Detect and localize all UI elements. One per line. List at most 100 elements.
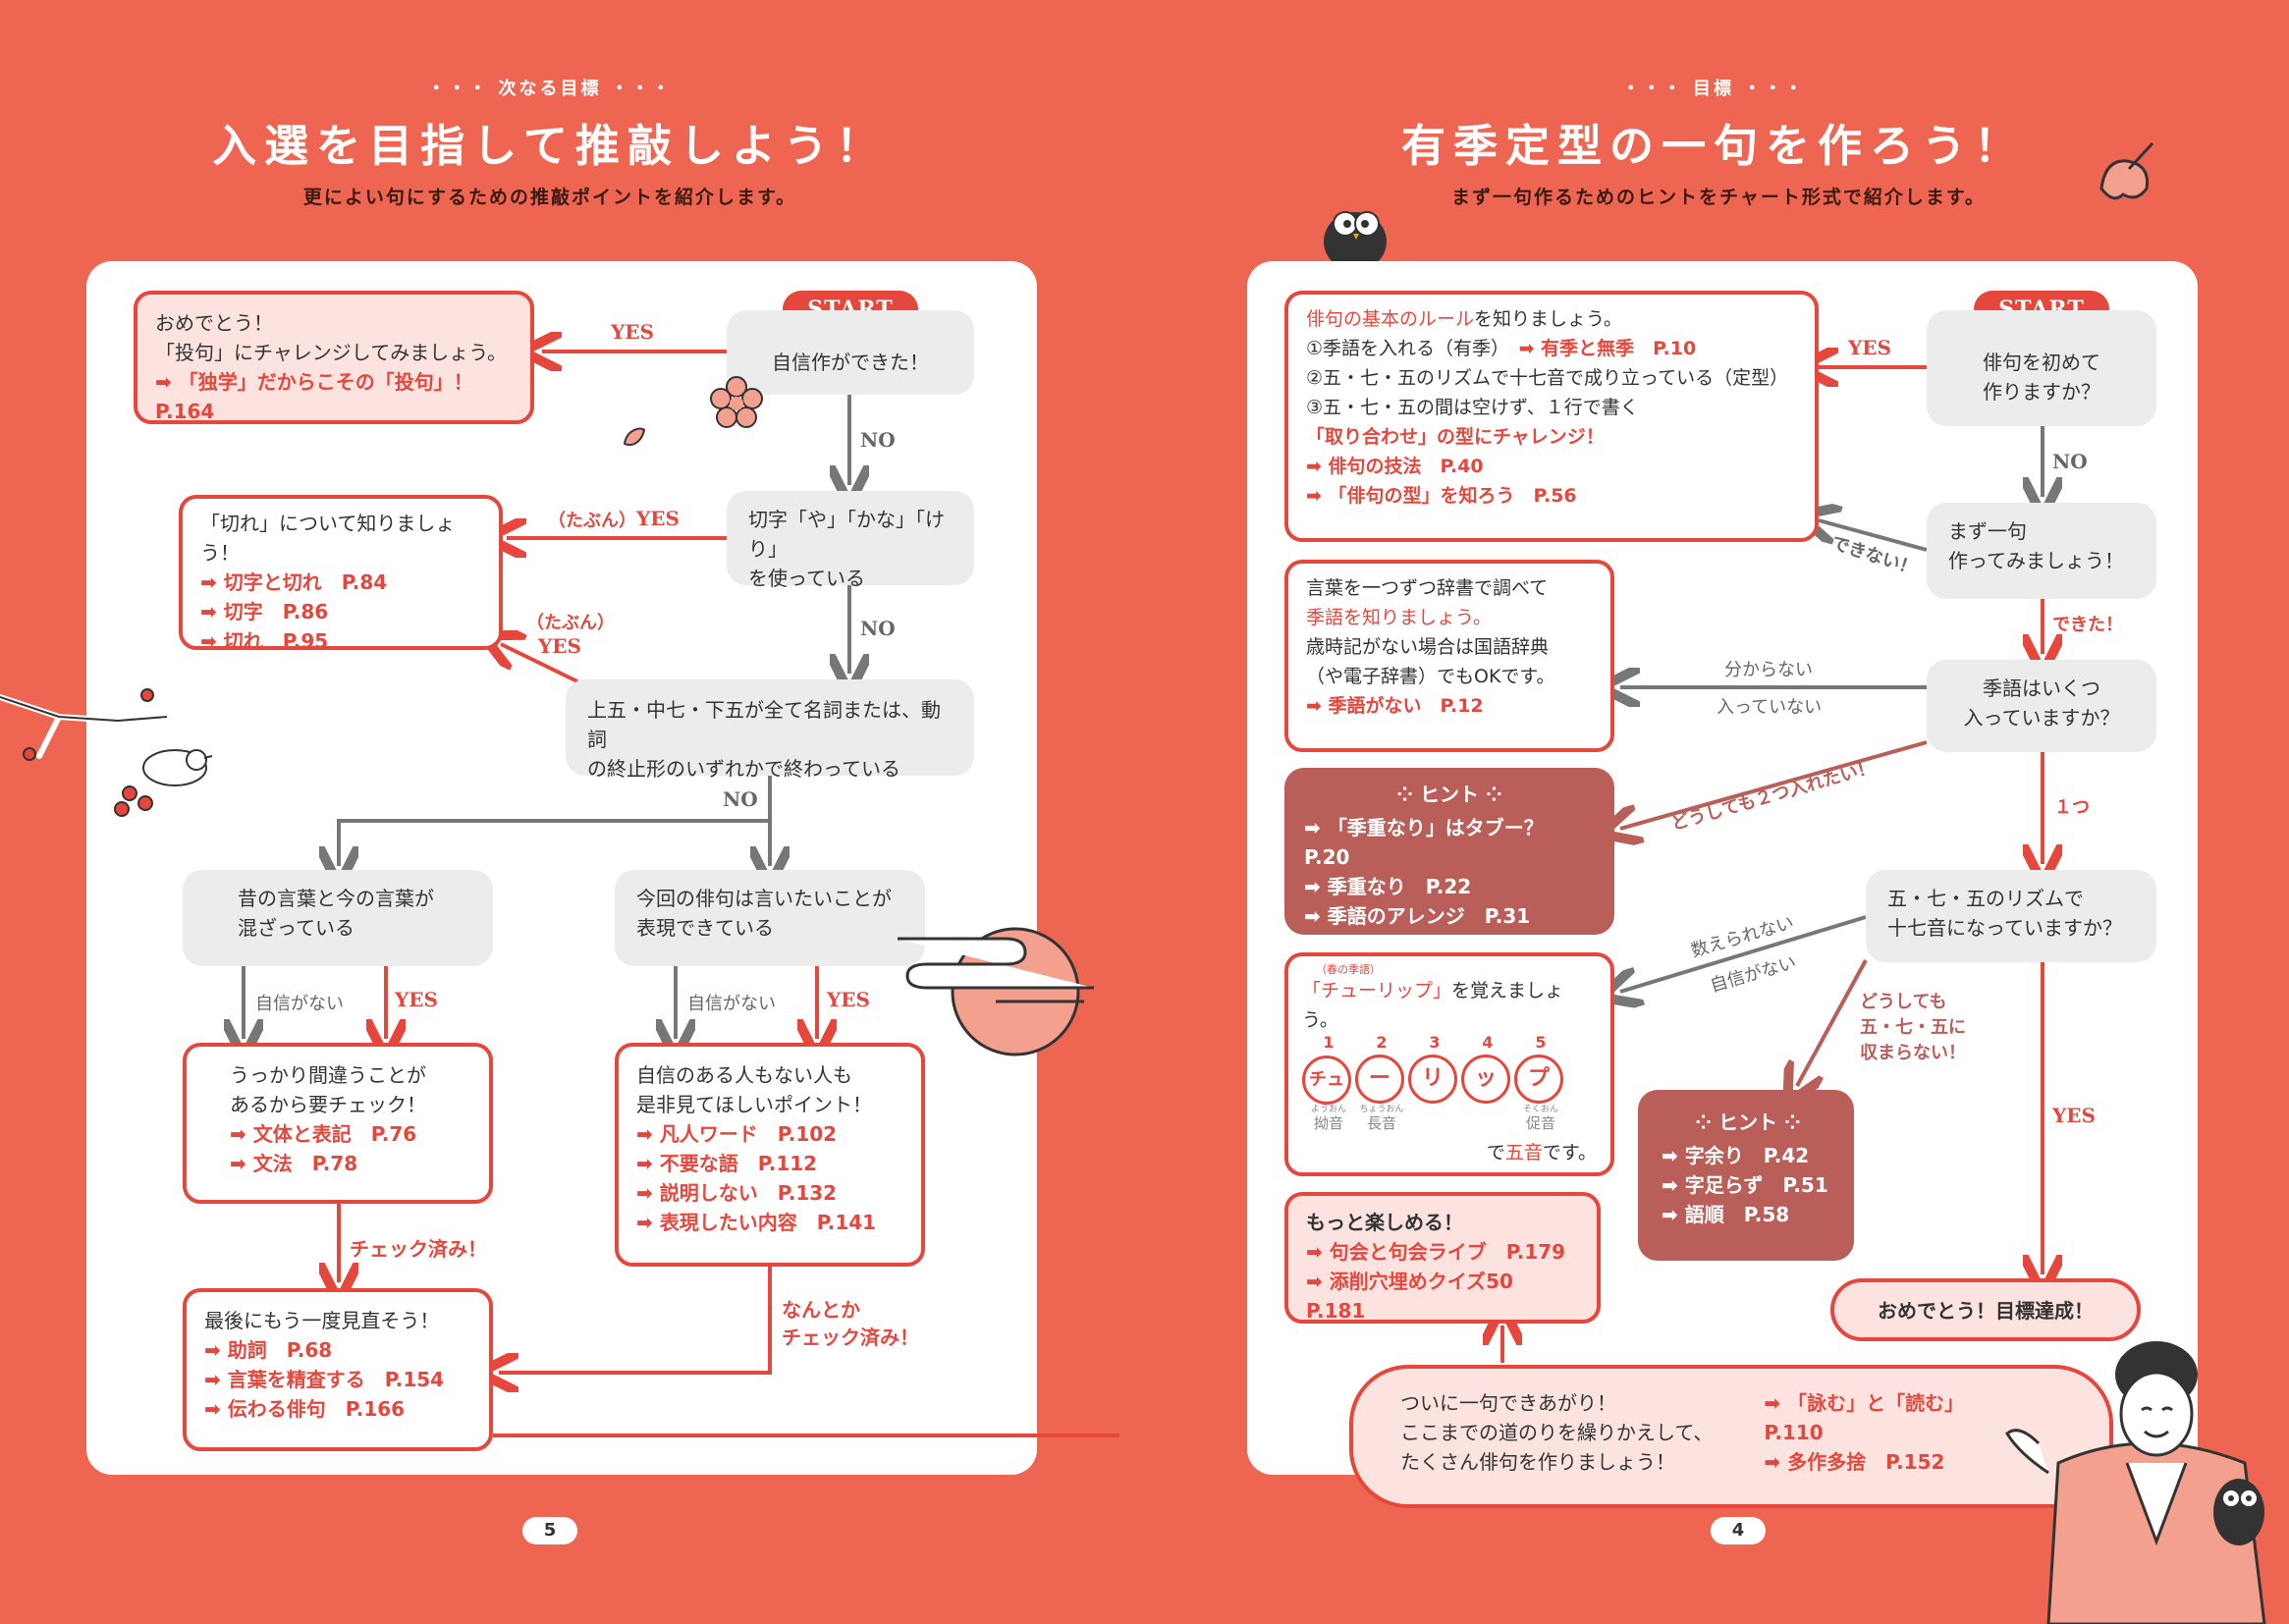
hint-2-ref-2-text: 字足らず P.51 <box>1684 1173 1828 1197</box>
left-check-box: うっかり間違うことが あるから要チェック！ ➡ 文体と表記 P.76 ➡ 文法 … <box>183 1043 493 1204</box>
kire-ref-3[interactable]: ➡ 切れ P.95 <box>200 629 329 653</box>
rules-r2: ②五・七・五のリズムで十七音で成り立っている（定型） <box>1306 367 1789 389</box>
tulip-end-pre: で <box>1486 1142 1505 1164</box>
right-hint-box-2: ⁘ ヒント ⁘ ➡ 字余り P.42 ➡ 字足らず P.51 ➡ 語順 P.58 <box>1638 1090 1854 1261</box>
jishin-ref-4-text: 表現したい内容 P.141 <box>659 1211 877 1234</box>
hint-2-ref-1[interactable]: ➡ 字余り P.42 <box>1662 1144 1810 1167</box>
hint-2-ref-3[interactable]: ➡ 語順 P.58 <box>1662 1203 1790 1226</box>
hint-2-ref-1-text: 字余り P.42 <box>1684 1144 1810 1167</box>
tulip-end-post: です。 <box>1542 1142 1597 1164</box>
right-connectors <box>1178 0 2289 1363</box>
rules-r1-ref[interactable]: ➡ 有季と無季 P.10 <box>1518 338 1697 359</box>
tulip-end-red: 五音 <box>1504 1142 1543 1164</box>
last-ref-3[interactable]: ➡ 伝わる俳句 P.166 <box>204 1397 406 1421</box>
hint-1-ref-2[interactable]: ➡ 季重なり P.22 <box>1304 875 1472 898</box>
left-nantoka-2: チェック済み！ <box>782 1326 919 1349</box>
hint-1-ref-1[interactable]: ➡ 「季重なり」はタブー？ P.20 <box>1304 816 1563 869</box>
jishin-ref-3[interactable]: ➡ 説明しない P.132 <box>636 1181 838 1205</box>
jishin-ref-2[interactable]: ➡ 不要な語 P.112 <box>636 1152 818 1175</box>
last-ref-1[interactable]: ➡ 助詞 P.68 <box>204 1338 333 1362</box>
right-q3-line2: 入っていますか？ <box>1963 706 2120 730</box>
tulip-note-ruby-1: ようおん <box>1310 1105 1346 1114</box>
right-q2-line1: まず一句 <box>1948 519 2027 543</box>
right-doushitemo-2: 五・七・五に <box>1860 1017 1966 1038</box>
right-motto-box: もっと楽しめる！ ➡ 句会と句会ライブ P.179 ➡ 添削穴埋めクイズ50 P… <box>1284 1192 1601 1324</box>
tulip-notes: 拗音長音促音 <box>1302 1114 1597 1132</box>
right-dekita: できた！ <box>2052 615 2123 635</box>
right-kicker: ・・・ 目標 ・・・ <box>1621 79 1806 99</box>
left-no-1: NO <box>860 428 896 452</box>
check-line2: あるから要チェック！ <box>230 1093 426 1116</box>
kigo-line1: 言葉を一つずつ辞書で調べて <box>1306 577 1549 599</box>
motto-ref-2-text: 添削穴埋めクイズ50 P.181 <box>1306 1270 1533 1323</box>
left-title: 入選を目指して推敲しよう！ <box>212 120 888 172</box>
right-yes-1: YES <box>1848 336 1891 359</box>
kire-title: 「切れ」について知りましょう！ <box>200 512 456 565</box>
check-ref-2[interactable]: ➡ 文法 P.78 <box>230 1152 358 1175</box>
final-right: ➡ 「詠む」と「読む」 P.110 ➡ 多作多捨 P.152 <box>1764 1388 2019 1477</box>
hint-2-ref-2[interactable]: ➡ 字足らず P.51 <box>1662 1173 1828 1197</box>
rules-r3: ③五・七・五の間は空けず、１行で書く <box>1306 397 1639 418</box>
rules-r1: ①季語を入れる（有季） ➡ 有季と無季 P.10 <box>1306 334 1797 363</box>
kire-ref-1[interactable]: ➡ 切字と切れ P.84 <box>200 570 388 594</box>
last-ref-2[interactable]: ➡ 言葉を精査する P.154 <box>204 1368 445 1391</box>
right-yes-2: YES <box>2052 1104 2096 1127</box>
right-hint-box-1: ⁘ ヒント ⁘ ➡ 「季重なり」はタブー？ P.20 ➡ 季重なり P.22 ➡… <box>1284 768 1614 935</box>
tulip-rest: を覚えましょう。 <box>1302 980 1564 1031</box>
hint-1-title: ⁘ ヒント ⁘ <box>1396 783 1502 806</box>
tulip-note-3: 促音 <box>1525 1114 1555 1132</box>
last-ref-3-text: 伝わる俳句 P.166 <box>227 1397 406 1421</box>
motto-title: もっと楽しめる！ <box>1306 1211 1463 1234</box>
tulip-end: で五音です。 <box>1302 1138 1597 1167</box>
jishin-ref-1[interactable]: ➡ 凡人ワード P.102 <box>636 1122 838 1146</box>
left-yes-5: YES <box>827 988 870 1011</box>
left-yes-4: YES <box>395 988 438 1011</box>
tulip-note-2: 長音 <box>1366 1114 1396 1132</box>
rules-ref-2[interactable]: ➡ 「俳句の型」を知ろう P.56 <box>1306 485 1577 507</box>
hint-1-ref-3[interactable]: ➡ 季語のアレンジ P.31 <box>1304 904 1531 928</box>
motto-ref-2[interactable]: ➡ 添削穴埋めクイズ50 P.181 <box>1306 1270 1533 1323</box>
kire-ref-2[interactable]: ➡ 切字 P.86 <box>200 600 329 623</box>
right-wakaranai: 分からない <box>1724 660 1813 680</box>
right-goal-box: おめでとう！目標達成！ <box>1830 1278 2141 1341</box>
motto-ref-1[interactable]: ➡ 句会と句会ライブ P.179 <box>1306 1240 1566 1264</box>
left-tabun-2: （たぶん） <box>526 613 615 633</box>
check-ref-1[interactable]: ➡ 文体と表記 P.76 <box>230 1122 417 1146</box>
tulip-note-ruby-3: そくおん <box>1522 1105 1558 1114</box>
right-hitotsu: １つ <box>2054 797 2090 818</box>
congrats-ref[interactable]: ➡ 「独学」だからこその「投句」！ P.164 <box>155 370 493 423</box>
left-q1: 自信作ができた！ <box>727 310 974 395</box>
kigo-ref-1[interactable]: ➡ 季語がない P.12 <box>1306 695 1484 717</box>
tulip-char-2: ー <box>1355 1055 1404 1104</box>
left-no-2: NO <box>860 617 896 640</box>
final-ref-2-text: 多作多捨 P.152 <box>1787 1450 1945 1474</box>
last-ref-1-text: 助詞 P.68 <box>227 1338 333 1362</box>
right-page-number: 4 <box>1711 1517 1766 1544</box>
right-doushitemo-3: 収まらない！ <box>1860 1043 1966 1063</box>
tulip-char-5: プ <box>1514 1055 1563 1104</box>
right-q3-line1: 季語はいくつ <box>1983 677 2100 700</box>
kire-ref-1-text: 切字と切れ P.84 <box>223 570 388 594</box>
check-ref-1-text: 文体と表記 P.76 <box>252 1122 417 1146</box>
left-q2-line2: を使っている <box>748 567 865 590</box>
right-q3: 季語はいくつ 入っていますか？ <box>1927 660 2156 752</box>
kire-ref-3-text: 切れ P.95 <box>223 629 329 653</box>
kigo-line2: 季語を知りましょう。 <box>1306 607 1492 628</box>
left-yes-2: YES <box>636 507 680 530</box>
final-line1: ついに一句できあがり！ <box>1400 1391 1616 1415</box>
final-ref-1-text: 「詠む」と「読む」 P.110 <box>1764 1391 1975 1444</box>
left-panel <box>86 261 1037 1475</box>
final-ref-2[interactable]: ➡ 多作多捨 P.152 <box>1764 1450 1945 1474</box>
tulip-char-3: リ <box>1408 1055 1457 1104</box>
left-yes-3: YES <box>538 634 581 658</box>
jishin-ref-1-text: 凡人ワード P.102 <box>659 1122 838 1146</box>
jishin-ref-4[interactable]: ➡ 表現したい内容 P.141 <box>636 1211 877 1234</box>
left-q5: 今回の俳句は言いたいことが 表現できている <box>615 870 925 966</box>
left-q3-line1: 上五・中七・下五が全て名詞または、動詞 <box>587 698 941 751</box>
final-ref-1[interactable]: ➡ 「詠む」と「読む」 P.110 <box>1764 1391 1975 1444</box>
left-kicker: ・・・ 次なる目標 ・・・ <box>427 79 673 99</box>
congrats-line1: おめでとう！ <box>155 311 273 335</box>
left-page-number: 5 <box>522 1517 577 1544</box>
tulip-num-3: 3 <box>1429 1033 1441 1052</box>
rules-ref-1[interactable]: ➡ 俳句の技法 P.40 <box>1306 456 1484 477</box>
